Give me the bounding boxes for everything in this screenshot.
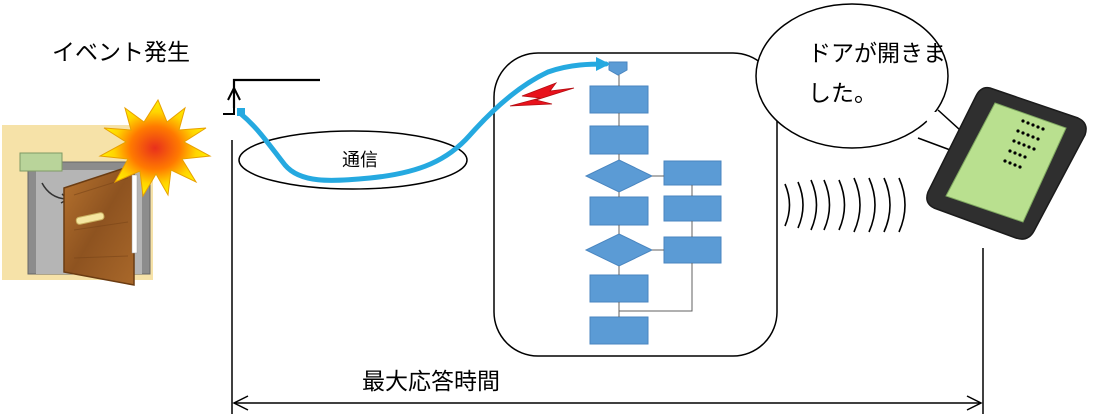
max-response-time-label: 最大応答時間 <box>362 369 500 395</box>
event-step-signal <box>223 78 320 115</box>
program-flowchart-icon <box>584 61 722 345</box>
smartphone-icon <box>926 86 1087 240</box>
max-response-time-dimension <box>231 140 984 414</box>
step-up-arrow <box>227 85 241 101</box>
lightning-bolt-icon <box>509 82 575 107</box>
event-occurred-label: イベント発生 <box>52 40 190 66</box>
door-leaf <box>63 163 135 286</box>
door-handle <box>75 212 105 225</box>
signal-arrowhead <box>596 57 610 71</box>
communication-label: 通信 <box>342 150 378 171</box>
alert-burst-icon <box>98 98 212 198</box>
radio-waves-icon <box>784 177 906 233</box>
door-opened-message: ドアが開きました。 <box>808 41 946 107</box>
signal-path <box>238 61 609 183</box>
signal-origin <box>237 108 245 116</box>
communication-ellipse <box>238 130 468 190</box>
door-closer <box>19 152 63 172</box>
